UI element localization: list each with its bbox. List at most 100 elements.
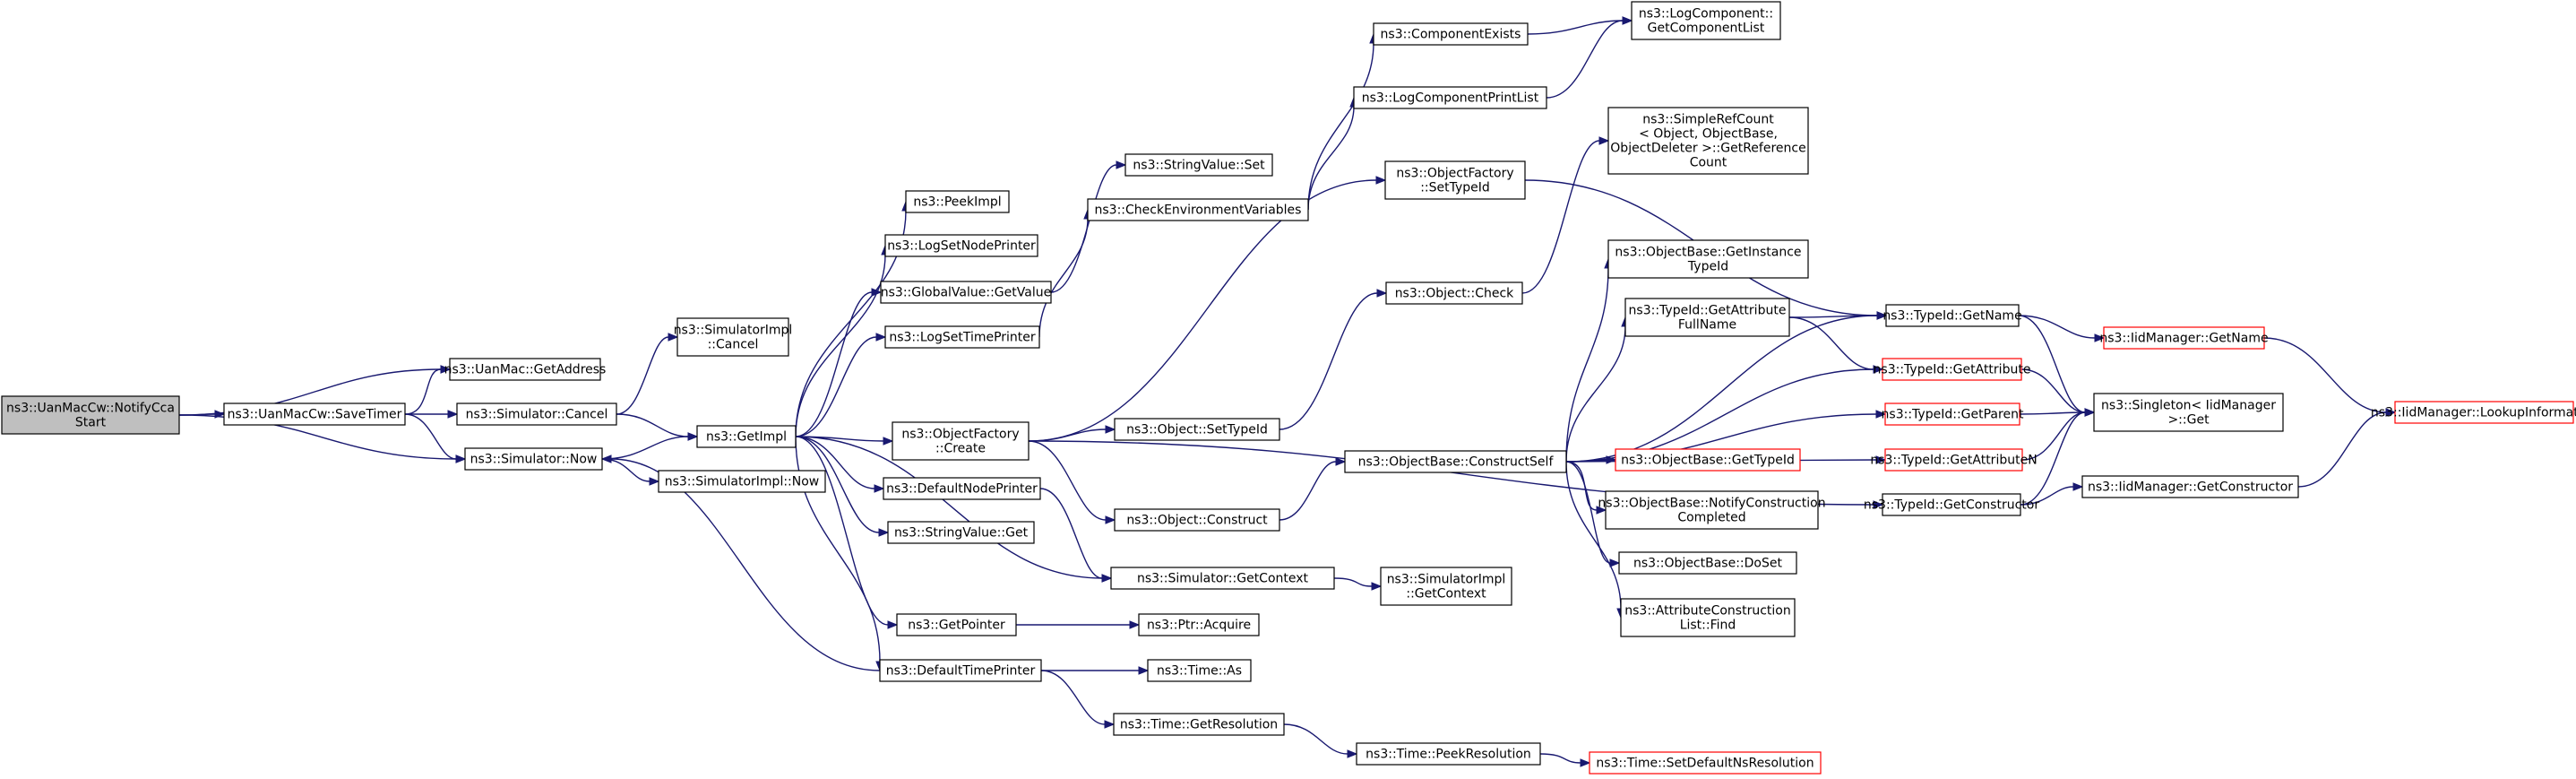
- graph-node[interactable]: ns3::DefaultTimePrinter: [879, 659, 1042, 682]
- graph-node[interactable]: ns3::LogComponent::GetComponentList: [1631, 1, 1781, 40]
- edges-layer: [178, 16, 2397, 767]
- graph-node-label: ns3::SimulatorImpl::Now: [665, 475, 820, 489]
- graph-edge: [404, 368, 442, 415]
- graph-edge: [1038, 218, 1089, 338]
- graph-node[interactable]: ns3::TypeId::GetParent: [1882, 402, 2024, 426]
- graph-node-box: [1124, 153, 1273, 177]
- graph-edge-arrowhead: [1596, 506, 1607, 515]
- graph-node[interactable]: ns3::IidManager::GetName: [2099, 326, 2269, 350]
- graph-node-label: ns3::DefaultTimePrinter: [886, 664, 1036, 679]
- graph-edge: [1279, 461, 1337, 521]
- graph-node-box: [1620, 598, 1796, 637]
- graph-node-box: [1356, 742, 1541, 766]
- graph-edge: [616, 413, 689, 437]
- graph-edge: [1788, 315, 1878, 318]
- graph-node[interactable]: ns3::SimulatorImpl::Cancel: [674, 317, 793, 357]
- graph-node[interactable]: ns3::TypeId::GetName: [1882, 304, 2022, 327]
- graph-node[interactable]: ns3::Time::As: [1147, 659, 1252, 682]
- graph-edge-arrowhead: [1873, 365, 1884, 374]
- graph-edge: [1527, 20, 1624, 35]
- graph-node[interactable]: ns3::ComponentExists: [1373, 22, 1529, 46]
- graph-node[interactable]: ns3::SimpleRefCount< Object, ObjectBase,…: [1607, 107, 1809, 175]
- graph-edge-arrowhead: [1609, 558, 1621, 567]
- graph-node[interactable]: ns3::TypeId::GetAttribute: [1874, 358, 2031, 381]
- graph-node-label: ::SetTypeId: [1420, 181, 1490, 195]
- graph-node[interactable]: ns3::StringValue::Get: [887, 521, 1035, 544]
- graph-edge: [2018, 315, 2096, 339]
- graph-node[interactable]: ns3::GetImpl: [696, 425, 797, 448]
- graph-node[interactable]: ns3::SimulatorImpl::Now: [658, 470, 826, 493]
- graph-node-box: [1384, 160, 1526, 200]
- graph-node-label: Completed: [1677, 511, 1745, 525]
- graph-edge: [1565, 368, 1874, 463]
- graph-node[interactable]: ns3::UanMac::GetAddress: [444, 358, 607, 381]
- graph-node[interactable]: ns3::GetPointer: [896, 613, 1017, 636]
- graph-node[interactable]: ns3::ObjectFactory::SetTypeId: [1384, 160, 1526, 200]
- graph-node[interactable]: ns3::IidManager::GetConstructor: [2081, 475, 2299, 498]
- graph-node[interactable]: ns3::DefaultNodePrinter: [883, 477, 1041, 500]
- graph-node[interactable]: ns3::Time::PeekResolution: [1356, 742, 1541, 766]
- graph-node[interactable]: ns3::UanMacCw::SaveTimer: [223, 402, 406, 426]
- graph-node[interactable]: ns3::Singleton< IidManager>::Get: [2093, 393, 2284, 432]
- graph-node[interactable]: ns3::ObjectBase::DoSet: [1618, 551, 1797, 575]
- graph-node-label: ns3::Object::Construct: [1126, 514, 1268, 528]
- graph-edge-arrowhead: [1598, 136, 1610, 145]
- graph-node-box: [1884, 402, 2020, 426]
- graph-node[interactable]: ns3::Time::SetDefaultNsResolution: [1589, 751, 1822, 775]
- graph-node[interactable]: ns3::Simulator::GetContext: [1110, 567, 1335, 590]
- graph-node[interactable]: ns3::PeekImpl: [905, 190, 1010, 213]
- graph-node-label: ns3::GlobalValue::GetValue: [881, 286, 1051, 300]
- graph-edge-arrowhead: [440, 365, 452, 374]
- graph-node-label: ns3::TypeId::GetAttributeN: [1870, 454, 2037, 468]
- graph-node[interactable]: ns3::LogSetNodePrinter: [884, 234, 1038, 257]
- graph-node[interactable]: ns3::ObjectBase::NotifyConstructionCompl…: [1598, 490, 1826, 530]
- graph-node-label: ns3::DefaultNodePrinter: [886, 482, 1038, 497]
- graph-node[interactable]: ns3::Ptr::Acquire: [1138, 613, 1260, 636]
- graph-node[interactable]: ns3::TypeId::GetConstructor: [1864, 493, 2039, 516]
- graph-node-box: [2394, 401, 2574, 424]
- graph-node-box: [696, 425, 797, 448]
- graph-node[interactable]: ns3::StringValue::Set: [1124, 153, 1273, 177]
- graph-node[interactable]: ns3::ObjectBase::ConstructSelf: [1344, 450, 1567, 473]
- graph-node[interactable]: ns3::Object::Construct: [1114, 508, 1280, 532]
- graph-edge-arrowhead: [1347, 749, 1358, 758]
- graph-edge-arrowhead: [1105, 425, 1116, 434]
- graph-node-label: ns3::AttributeConstruction: [1624, 604, 1790, 619]
- graph-node[interactable]: ns3::ObjectBase::GetTypeId: [1615, 448, 1801, 472]
- graph-node[interactable]: ns3::LogSetTimePrinter: [884, 325, 1040, 349]
- graph-node-box: [1884, 448, 2023, 472]
- graph-node[interactable]: ns3::Simulator::Cancel: [456, 402, 617, 426]
- graph-edge-arrowhead: [871, 288, 883, 297]
- graph-node-label: FullName: [1678, 318, 1736, 333]
- graph-node[interactable]: ns3::ObjectFactory::Create: [892, 421, 1030, 461]
- graph-node-label: ns3::Simulator::Now: [470, 453, 598, 467]
- graph-node[interactable]: ns3::IidManager::LookupInformation: [2371, 401, 2576, 424]
- graph-node-label: ns3::SimpleRefCount: [1642, 113, 1774, 127]
- graph-edge-arrowhead: [447, 410, 459, 419]
- graph-node[interactable]: ns3::Time::GetResolution: [1113, 713, 1285, 736]
- graph-node-label: ObjectDeleter >::GetReference: [1610, 142, 1805, 156]
- graph-node[interactable]: ns3::Object::Check: [1385, 281, 1523, 305]
- graph-node-label: ns3::ObjectFactory: [901, 428, 1019, 442]
- graph-node[interactable]: ns3::LogComponentPrintList: [1353, 86, 1547, 109]
- graph-edge-arrowhead: [1876, 311, 1888, 320]
- graph-node-label: ns3::Ptr::Acquire: [1147, 619, 1251, 633]
- graph-node-label: ns3::TypeId::GetAttribute: [1629, 304, 1787, 318]
- graph-edge-arrowhead: [1335, 457, 1347, 466]
- graph-node-label: ns3::CheckEnvironmentVariables: [1095, 203, 1302, 218]
- graph-node[interactable]: ns3::SimulatorImpl::GetContext: [1380, 567, 1512, 606]
- graph-node[interactable]: ns3::TypeId::GetAttributeN: [1870, 448, 2038, 472]
- graph-node[interactable]: ns3::Simulator::Now: [464, 447, 603, 471]
- graph-node[interactable]: ns3::GlobalValue::GetValue: [880, 281, 1052, 304]
- graph-node[interactable]: ns3::CheckEnvironmentVariables: [1087, 198, 1309, 221]
- graph-edge-arrowhead: [1875, 410, 1887, 419]
- graph-edge: [1307, 42, 1374, 211]
- graph-edge: [601, 458, 650, 482]
- graph-edge-arrowhead: [649, 477, 660, 486]
- graph-edge-arrowhead: [1371, 582, 1383, 591]
- graph-node[interactable]: ns3::Object::SetTypeId: [1114, 418, 1280, 441]
